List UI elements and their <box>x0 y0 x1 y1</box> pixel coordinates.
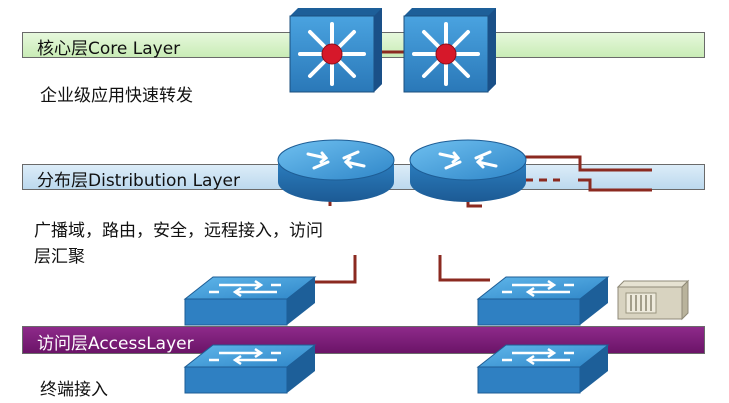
workgroup-switch-icon <box>476 276 610 326</box>
layer3-switch-icon <box>289 8 382 93</box>
workgroup-switch-icon <box>476 344 610 394</box>
link-uplink-lower <box>578 178 652 192</box>
access-layer-label: 访问层AccessLayer <box>37 334 194 354</box>
distribution-layer-description-line1: 广播域，路由，安全，远程接入，访问 <box>34 221 323 241</box>
distribution-layer-description-line2: 层汇聚 <box>34 247 85 267</box>
link-dist-access-left <box>310 255 357 284</box>
router-icon <box>277 139 395 202</box>
server-icon <box>616 279 690 321</box>
link-uplink-solid <box>525 155 652 172</box>
core-layer-description: 企业级应用快速转发 <box>40 86 193 106</box>
core-layer-label: 核心层Core Layer <box>37 39 181 59</box>
link-dist-access-right <box>438 255 490 282</box>
layer3-switch-icon <box>403 8 496 93</box>
workgroup-switch-icon <box>183 344 317 394</box>
router-icon <box>409 139 527 202</box>
workgroup-switch-icon <box>183 276 317 326</box>
distribution-layer-label: 分布层Distribution Layer <box>37 171 240 191</box>
access-layer-description: 终端接入 <box>40 380 108 400</box>
